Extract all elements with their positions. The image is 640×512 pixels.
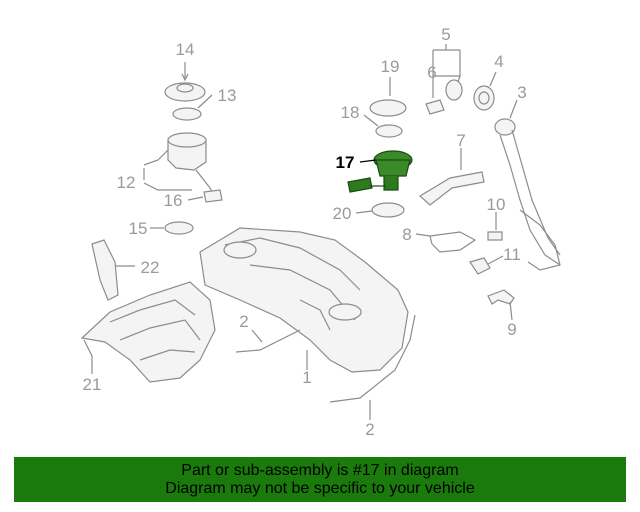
heat-shield[interactable]: [80, 281, 216, 383]
tube-8[interactable]: [429, 231, 477, 253]
callout-labels: 1 2 2 3 4 5 6 7 8 9 10 11 12 13 14 15 16…: [83, 25, 527, 439]
callout-3: 3: [517, 83, 526, 102]
gasket-20[interactable]: [371, 202, 405, 218]
callout-16: 16: [164, 191, 183, 210]
sender-unit-12[interactable]: [167, 132, 215, 197]
callout-20: 20: [333, 204, 352, 223]
valve-5[interactable]: [445, 79, 463, 101]
gasket-13[interactable]: [172, 107, 202, 121]
lock-ring-19[interactable]: [369, 99, 407, 117]
banner-line-1: Part or sub-assembly is #17 in diagram: [181, 461, 459, 479]
callout-12: 12: [117, 173, 136, 192]
gauge-16[interactable]: [203, 189, 223, 203]
fuel-tank[interactable]: [199, 227, 409, 373]
callout-7: 7: [456, 131, 465, 150]
gasket-18[interactable]: [375, 124, 403, 138]
strap-2b[interactable]: [329, 314, 416, 403]
hose-7[interactable]: [418, 171, 485, 206]
clip-10[interactable]: [487, 231, 503, 241]
callout-21: 21: [83, 375, 102, 394]
grommet-4[interactable]: [473, 85, 495, 111]
callout-22: 22: [141, 258, 160, 277]
callout-19: 19: [381, 57, 400, 76]
callout-10: 10: [487, 195, 506, 214]
callout-6: 6: [427, 63, 436, 82]
leader-lines: [83, 44, 518, 420]
callout-13: 13: [218, 86, 237, 105]
callout-2b: 2: [365, 420, 374, 439]
info-banner: Part or sub-assembly is #17 in diagram D…: [14, 457, 626, 502]
callout-18: 18: [341, 103, 360, 122]
part-6[interactable]: [425, 99, 445, 115]
fuel-pump-17[interactable]: [347, 150, 413, 193]
strap-2a[interactable]: [235, 329, 301, 353]
callout-1: 1: [302, 368, 311, 387]
callout-17: 17: [336, 153, 355, 172]
parts-diagram: 1 2 2 3 4 5 6 7 8 9 10 11 12 13 14 15 16…: [80, 25, 561, 439]
lock-ring-14[interactable]: [164, 82, 206, 102]
callout-8: 8: [402, 225, 411, 244]
callout-14: 14: [176, 40, 195, 59]
callout-11: 11: [503, 245, 521, 264]
callout-15: 15: [129, 219, 148, 238]
banner-line-2: Diagram may not be specific to your vehi…: [165, 479, 475, 497]
filler-tube-3[interactable]: [494, 118, 561, 271]
gasket-15[interactable]: [164, 221, 194, 235]
callout-9: 9: [507, 320, 516, 339]
bracket-22[interactable]: [91, 239, 119, 301]
callout-2a: 2: [239, 312, 248, 331]
callout-5: 5: [441, 25, 450, 44]
hose-9[interactable]: [487, 289, 515, 305]
callout-4: 4: [494, 52, 503, 71]
hose-11[interactable]: [469, 257, 491, 275]
